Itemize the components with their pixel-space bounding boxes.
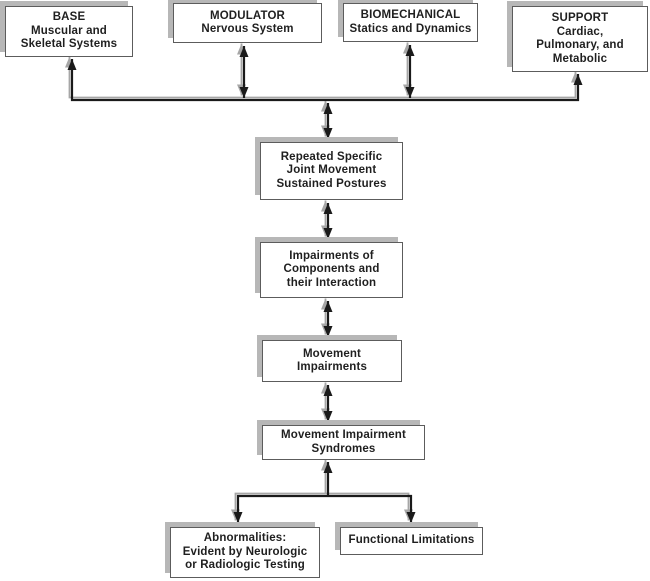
node-movement-impairment-syndromes: Movement Impairment Syndromes <box>262 425 425 460</box>
node-label-line: Impairments of <box>289 249 374 262</box>
node-label-line: Movement <box>302 347 362 360</box>
node-label-line: Evident by Neurologic <box>182 545 308 558</box>
node-label-line: BIOMECHANICAL <box>360 9 461 21</box>
node-impairments-components: Impairments of Components and their Inte… <box>260 242 403 298</box>
node-label-line: or Radiologic Testing <box>185 559 305 572</box>
node-functional-limitations: Functional Limitations <box>340 527 483 555</box>
node-label-line: Pulmonary, and <box>536 39 624 51</box>
node-label-line: Cardiac, <box>556 25 604 38</box>
node-biomechanical: BIOMECHANICAL Statics and Dynamics <box>343 3 478 42</box>
node-label-line: SUPPORT <box>551 12 609 24</box>
node-label-line: Nervous System <box>201 23 294 35</box>
node-modulator: MODULATOR Nervous System <box>173 3 322 43</box>
node-label-line: Syndromes <box>311 442 376 455</box>
node-label-line: Abnormalities: <box>203 532 287 545</box>
node-label-line: MODULATOR <box>209 9 286 22</box>
node-label-line: Muscular and <box>31 24 107 37</box>
node-label-line: Components and <box>283 263 380 276</box>
node-repeated-specific: Repeated Specific Joint Movement Sustain… <box>260 142 403 200</box>
node-label-line: Statics and Dynamics <box>349 22 472 35</box>
node-label-line: Joint Movement <box>286 164 377 177</box>
node-label-line: Impairments <box>296 361 368 373</box>
node-label-line: Metabolic <box>552 52 608 65</box>
edge-systems-bus <box>67 59 583 102</box>
node-abnormalities: Abnormalities: Evident by Neurologic or … <box>170 527 320 578</box>
connector-main-group <box>67 45 583 523</box>
node-label-line: Skeletal Systems <box>20 38 118 51</box>
node-label-line: Repeated Specific <box>280 150 383 163</box>
node-label-line: Functional Limitations <box>348 534 475 547</box>
edge-branch-outcomes <box>233 494 416 523</box>
node-movement-impairments: Movement Impairments <box>262 340 402 382</box>
node-label-line: their Interaction <box>286 276 377 289</box>
node-label-line: BASE <box>52 11 86 24</box>
node-label-line: Movement Impairment <box>281 429 406 441</box>
node-support: SUPPORT Cardiac, Pulmonary, and Metaboli… <box>512 6 648 72</box>
node-label-line: Sustained Postures <box>276 177 387 190</box>
node-base: BASE Muscular and Skeletal Systems <box>5 6 133 57</box>
